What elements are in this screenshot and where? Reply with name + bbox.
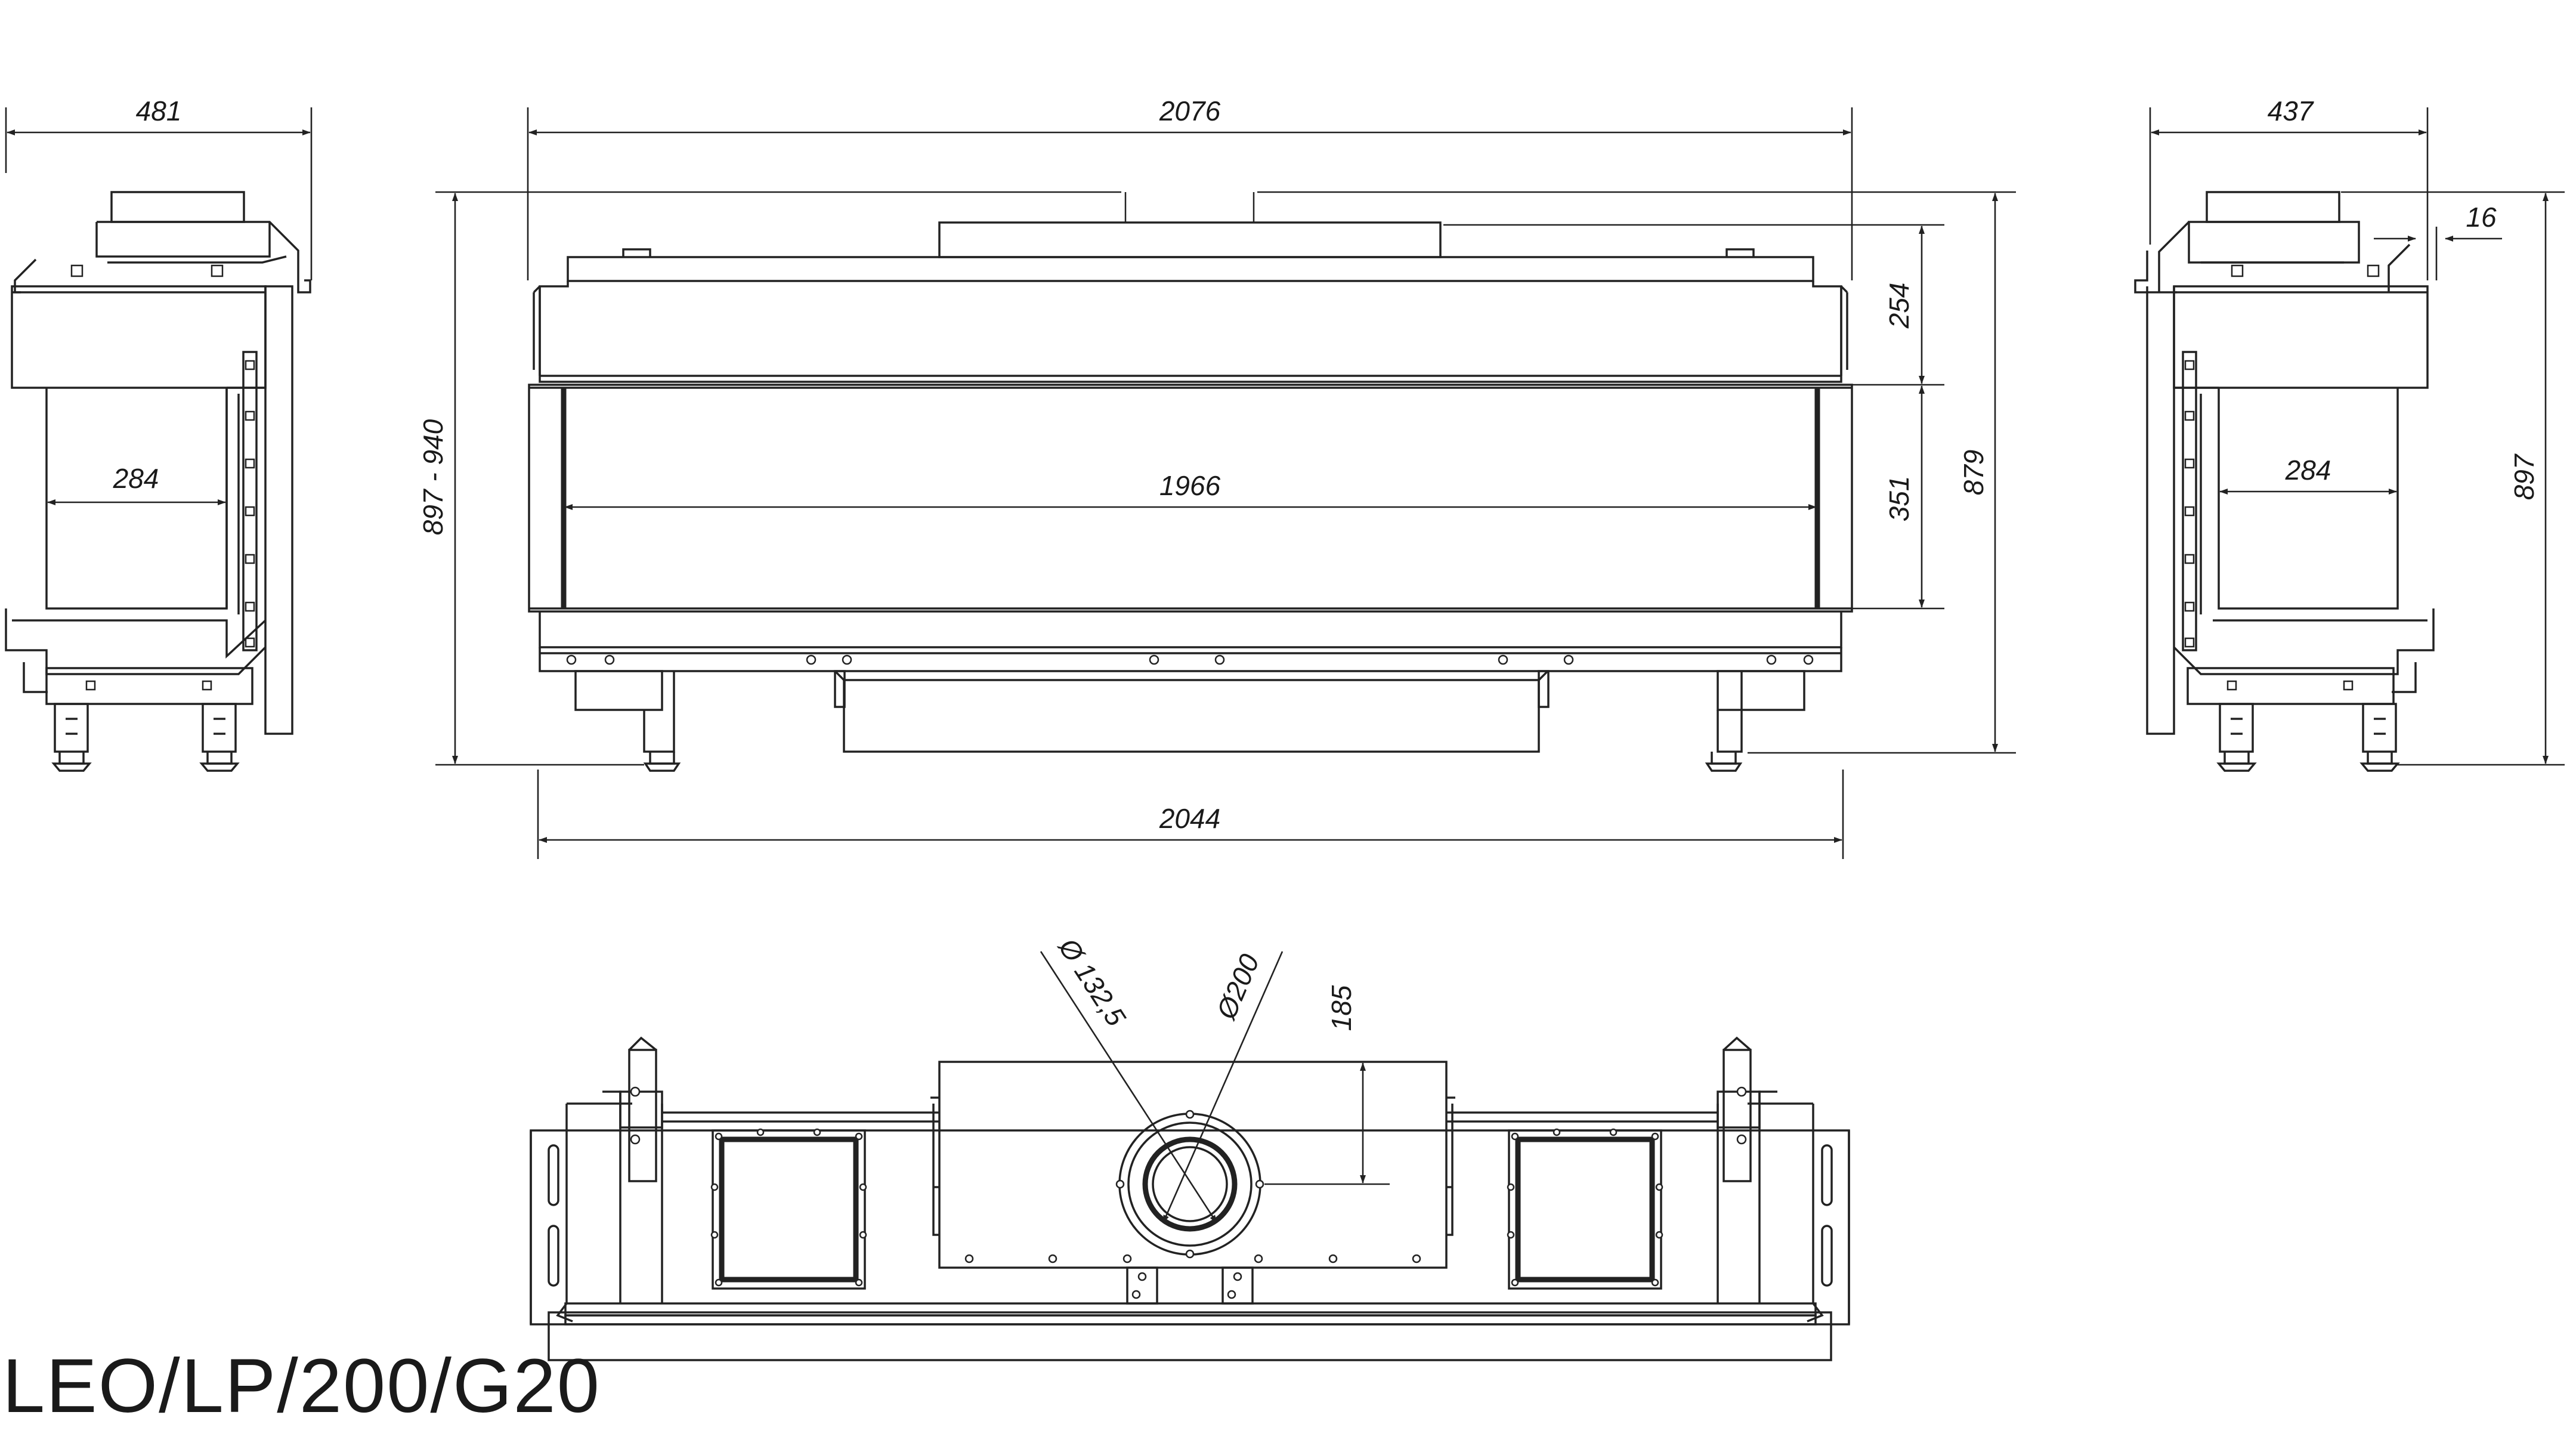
dim-front-base-width: 2044	[1159, 803, 1220, 834]
dim-front-glass-width: 1966	[1159, 470, 1221, 501]
dim-left-inner: 284	[113, 463, 159, 494]
front-view: 2076 1966 2044 897 - 940 254 351 879	[418, 95, 2016, 859]
dim-right-inner: 284	[2285, 455, 2331, 486]
dim-flue-inner: Ø 132,5	[1052, 932, 1132, 1032]
dim-right-width: 437	[2268, 95, 2314, 126]
dim-front-total-width: 2076	[1159, 95, 1221, 126]
right-side-view: 437 16 284 897	[2134, 95, 2565, 772]
dim-height-total: 879	[1958, 450, 1989, 496]
dim-left-width: 481	[136, 95, 182, 126]
dim-right-offset: 16	[2466, 202, 2497, 233]
dim-height-glass: 351	[1884, 476, 1915, 522]
dim-flue-offset: 185	[1326, 985, 1357, 1031]
dim-right-height: 897	[2509, 453, 2540, 500]
dim-front-height-range: 897 - 940	[418, 419, 449, 535]
dim-height-upper: 254	[1884, 283, 1915, 329]
left-side-view: 481 284	[5, 95, 313, 772]
model-code-label: LEO/LP/200/G20	[2, 1343, 601, 1429]
top-view: 185 Ø 132,5 Ø200	[530, 932, 1850, 1361]
dim-flue-outer: Ø200	[1210, 949, 1266, 1024]
